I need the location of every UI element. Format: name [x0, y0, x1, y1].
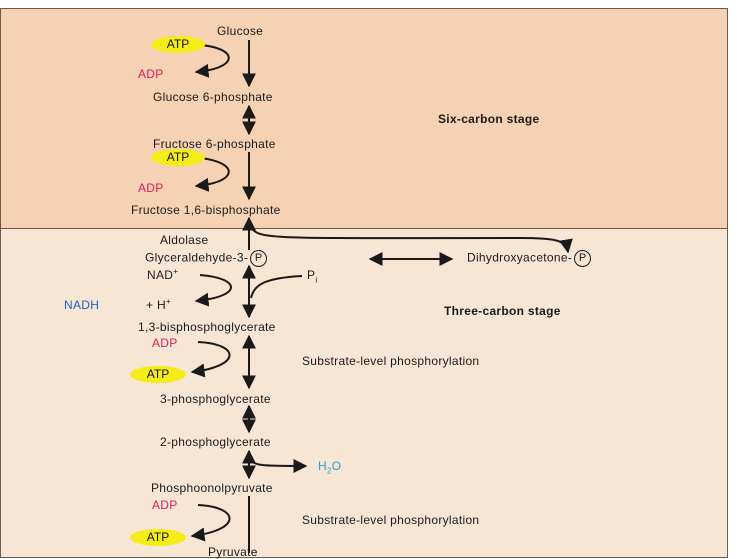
arrow-adp-to-atp-1 [190, 341, 231, 378]
enzyme-aldolase: Aldolase [160, 233, 209, 247]
h-charge: + [165, 297, 171, 306]
glyceraldehyde-text: Glyceraldehyde-3- [145, 250, 249, 265]
molecule-2-phosphoglycerate: 2-phosphoglycerate [160, 435, 271, 449]
molecule-glyceraldehyde-3-phosphate: Glyceraldehyde-3-P [145, 250, 268, 267]
arrow-atp-to-adp-1 [194, 44, 230, 78]
adp-label-1: ADP [138, 67, 164, 81]
molecule-dihydroxyacetone-phosphate: Dihydroxyacetone-P [467, 250, 592, 267]
arrow-water-out [250, 457, 308, 473]
water-h: H [318, 459, 327, 473]
molecule-glucose: Glucose [217, 24, 264, 38]
phosphate-circle-icon: P [574, 250, 592, 267]
inorganic-phosphate-label: Pi [307, 268, 318, 285]
substrate-level-phosphorylation-note-1: Substrate-level phosphorylation [302, 354, 480, 368]
atp-badge-4: ATP [130, 529, 186, 546]
h-text: + H [146, 298, 166, 312]
phosphate-circle-icon: P [250, 250, 268, 267]
atp-badge-1: ATP [151, 36, 205, 53]
dihydroxyacetone-text: Dihydroxyacetone- [467, 250, 573, 265]
three-carbon-stage-label: Three-carbon stage [444, 304, 561, 318]
water-label: H2O [318, 459, 342, 476]
atp-badge-3: ATP [130, 366, 186, 383]
pi-text: P [307, 268, 316, 282]
three-carbon-stage-panel [0, 228, 728, 558]
molecule-3-phosphoglycerate: 3-phosphoglycerate [160, 392, 271, 406]
nad-plus-label: NAD+ [147, 267, 179, 283]
atp-badge-2: ATP [151, 149, 205, 166]
pi-subscript: i [315, 275, 318, 285]
arrow-atp-to-adp-2 [194, 157, 230, 192]
substrate-level-phosphorylation-note-2: Substrate-level phosphorylation [302, 513, 480, 527]
arrow-pi-in [250, 275, 303, 299]
adp-label-2: ADP [138, 181, 164, 195]
nadh-label: NADH [64, 298, 100, 312]
arrow-nad-to-nadh [194, 274, 232, 307]
nad-text: NAD [147, 268, 174, 282]
molecule-phosphoenolpyruvate: Phosphoonolpyruvate [151, 481, 273, 495]
six-carbon-stage-panel [0, 8, 728, 229]
hydrogen-ion-label: + H+ [146, 297, 171, 313]
water-o: O [331, 459, 342, 473]
nad-charge: + [173, 267, 179, 276]
water-subscript: 2 [326, 466, 332, 476]
arrow-adp-to-atp-2 [190, 504, 231, 542]
adp-label-3: ADP [152, 336, 178, 350]
six-carbon-stage-label: Six-carbon stage [438, 112, 540, 126]
molecule-fructose-1-6-bisphosphate: Fructose 1,6-bisphosphate [131, 203, 281, 217]
molecule-1-3-bisphosphoglycerate: 1,3-bisphosphoglycerate [138, 320, 276, 334]
arrow-to-dihydroxyacetone [251, 227, 573, 254]
molecule-fructose-6-phosphate: Fructose 6-phosphate [153, 137, 276, 151]
adp-label-4: ADP [152, 498, 178, 512]
molecule-glucose-6-phosphate: Glucose 6-phosphate [153, 90, 273, 104]
molecule-pyruvate: Pyruvate [208, 545, 258, 559]
